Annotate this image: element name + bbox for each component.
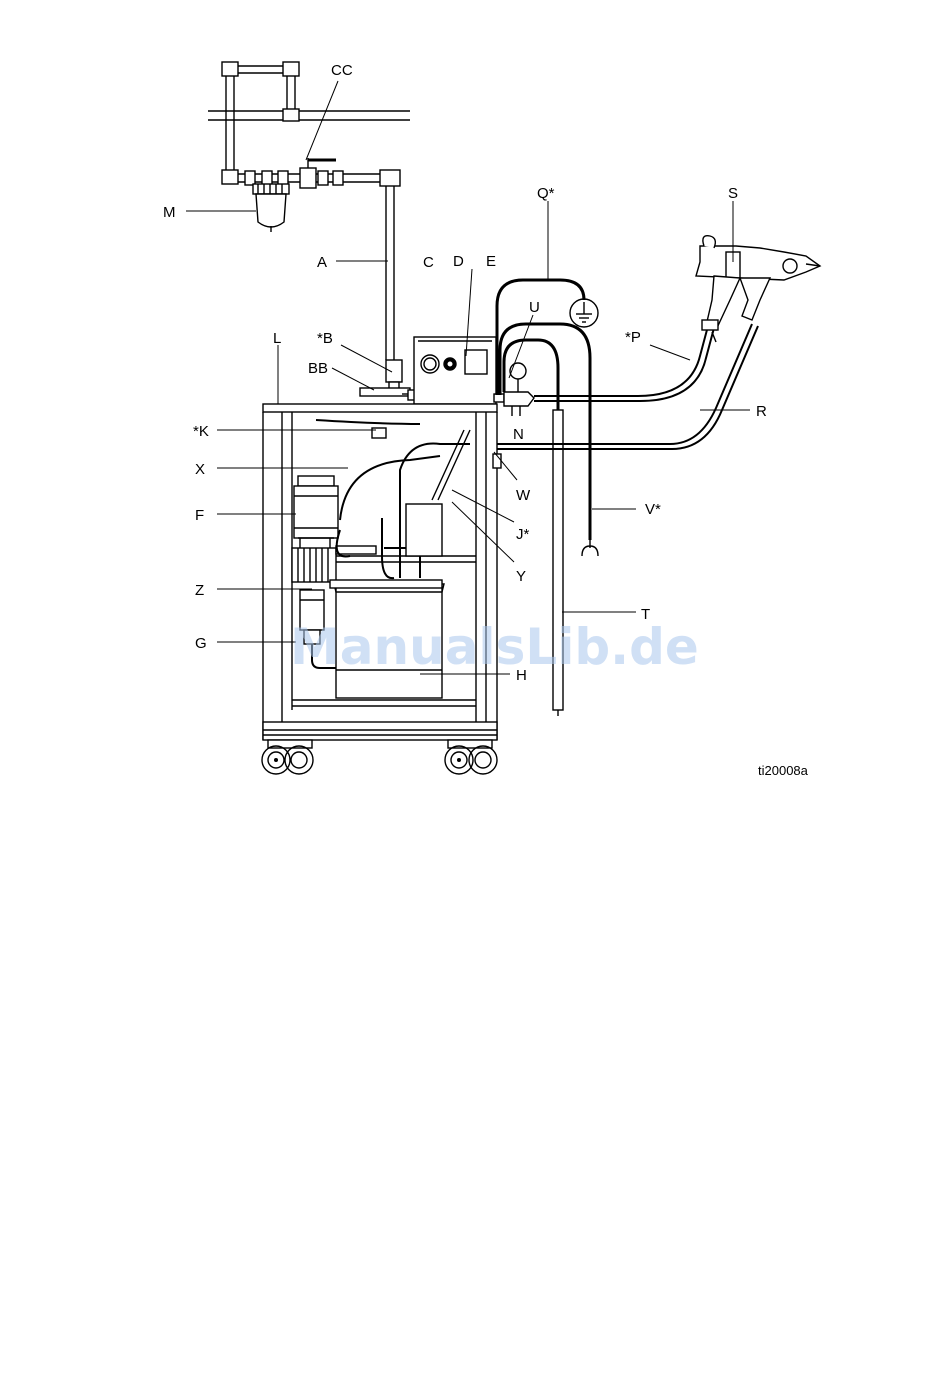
control-box — [414, 337, 496, 404]
callout-l: L — [273, 330, 281, 347]
air-motor — [294, 476, 338, 548]
callout-s: S — [728, 185, 738, 202]
callout-n: N — [513, 426, 524, 443]
callout-r: R — [756, 403, 767, 420]
callout-q: Q* — [537, 185, 555, 202]
callout-g: G — [195, 635, 207, 652]
callout-e: E — [486, 253, 496, 270]
callout-j: J* — [516, 526, 530, 543]
callout-d: D — [453, 253, 464, 270]
figure-id: ti20008a — [758, 763, 809, 778]
callout-c: C — [423, 254, 434, 271]
callout-bb: BB — [308, 360, 328, 377]
internal-hoses — [316, 420, 470, 578]
air-regulator — [360, 360, 416, 400]
ground-wire — [497, 280, 598, 395]
callout-x: X — [195, 461, 205, 478]
callout-u: U — [529, 299, 540, 316]
callout-p: *P — [625, 329, 641, 346]
casters — [262, 740, 497, 774]
callout-w: W — [516, 487, 531, 504]
callout-cc: CC — [331, 62, 353, 79]
callout-k: *K — [193, 423, 209, 440]
air-filter — [253, 184, 289, 232]
callout-f: F — [195, 507, 204, 524]
callout-m: M — [163, 204, 176, 221]
callout-z: Z — [195, 582, 204, 599]
callout-a: A — [317, 254, 327, 271]
callout-b: *B — [317, 330, 333, 347]
watermark: ManualsLib.de — [290, 618, 699, 676]
callout-v: V* — [645, 501, 661, 518]
callout-y: Y — [516, 568, 526, 585]
